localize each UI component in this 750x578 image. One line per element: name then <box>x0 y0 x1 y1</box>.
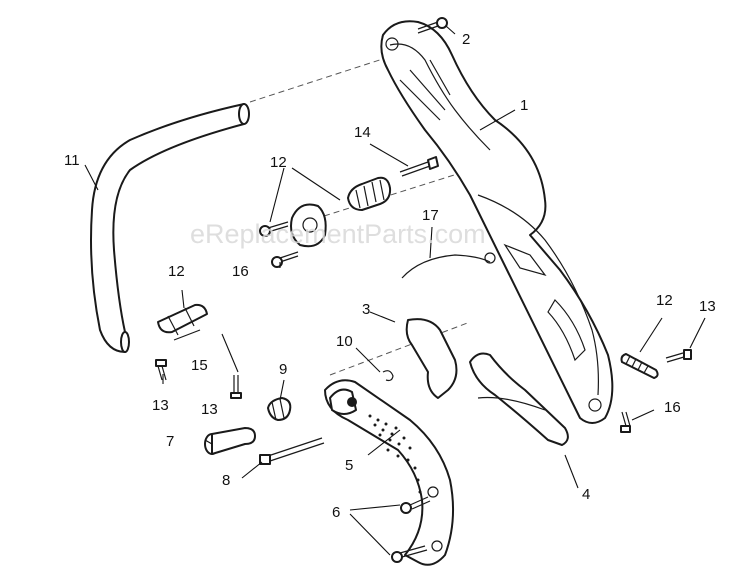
callout-17: 17 <box>422 207 439 224</box>
part-9-spring <box>267 397 292 421</box>
callout-11: 11 <box>64 152 80 169</box>
alignment-line-mount <box>304 169 471 223</box>
callout-3: 3 <box>362 301 370 318</box>
callout-12-top: 12 <box>270 154 287 171</box>
part-11-front-handlebar <box>90 103 250 353</box>
callout-16-upper: 16 <box>232 263 249 280</box>
part-13-screws-left <box>155 359 242 399</box>
callout-7: 7 <box>166 433 174 450</box>
callout-15: 15 <box>191 357 208 374</box>
callout-5: 5 <box>345 457 353 474</box>
grip-texture <box>368 414 422 494</box>
callout-12-left: 12 <box>168 263 185 280</box>
callout-6: 6 <box>332 504 340 521</box>
part-2-screw <box>417 17 448 34</box>
callout-13-right: 13 <box>699 298 716 315</box>
callout-10: 10 <box>336 333 353 350</box>
alignment-line-handle <box>329 321 471 376</box>
part-13-screw-right <box>665 349 692 363</box>
part-14-bolt <box>399 156 439 177</box>
callout-13-left: 13 <box>152 397 169 414</box>
part-17-wire <box>401 254 491 279</box>
part-12-spring-right <box>620 353 659 379</box>
part-4-trigger <box>469 352 569 446</box>
part-16-screw-right <box>620 411 631 433</box>
part-10-clip <box>382 370 394 382</box>
part-6-screws <box>391 496 431 563</box>
part-12-mount-assembly <box>290 176 392 248</box>
callout-12-right: 12 <box>656 292 673 309</box>
leader-lines <box>84 25 706 556</box>
callout-14: 14 <box>354 124 371 141</box>
part-8-screw <box>259 437 325 465</box>
part-1-handle-housing <box>380 20 614 424</box>
part-16-screw-upper <box>259 221 299 268</box>
part-15-bracket <box>157 303 208 341</box>
callout-9: 9 <box>279 361 287 378</box>
callout-13-middle: 13 <box>201 401 218 418</box>
callout-2: 2 <box>462 31 470 48</box>
watermark: eReplacementParts.com <box>190 219 486 249</box>
callout-16-right: 16 <box>664 399 681 416</box>
part-7-pin <box>204 427 256 455</box>
part-5-rear-handle <box>324 379 454 566</box>
part-3-lever <box>405 318 458 399</box>
alignment-line-handlebar <box>249 54 396 103</box>
callout-1: 1 <box>520 97 528 114</box>
callout-4: 4 <box>582 486 590 503</box>
callout-8: 8 <box>222 472 230 489</box>
